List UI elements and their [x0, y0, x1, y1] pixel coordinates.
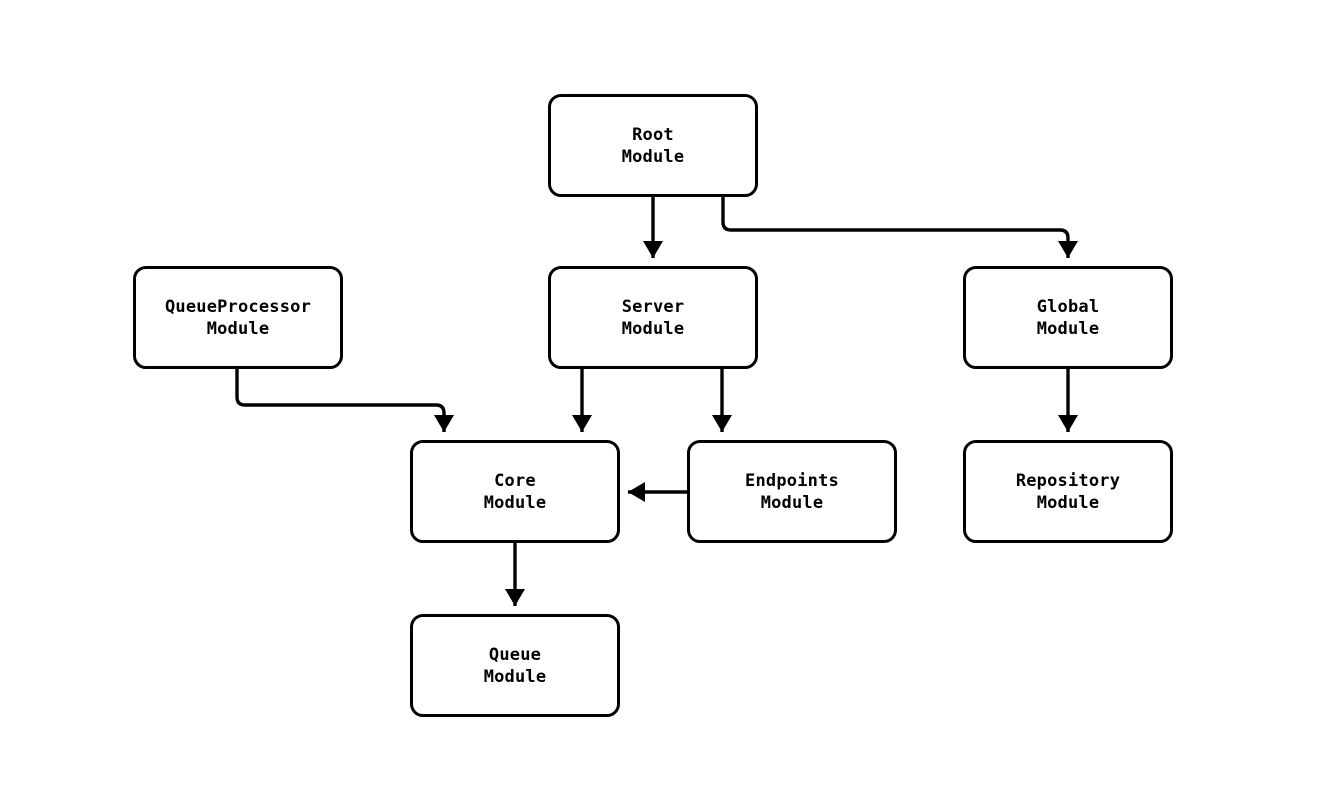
arrowhead-server-core [572, 415, 592, 432]
node-label-primary: Endpoints [745, 470, 839, 491]
node-label-primary: Repository [1015, 470, 1121, 491]
arrowhead-global-repository [1058, 415, 1078, 432]
node-label-primary: Server [621, 296, 685, 317]
node-label-secondary: Module [621, 146, 685, 167]
node-label-primary: Core [494, 470, 536, 491]
node-label-secondary: Module [760, 492, 824, 513]
arrowhead-core-queue [505, 589, 525, 606]
arrowhead-root-server [643, 241, 663, 258]
edge-queueprocessor-core [235, 369, 446, 432]
node-label-primary: Root [632, 124, 674, 145]
node-label-secondary: Module [206, 318, 270, 339]
node-label-secondary: Module [1036, 318, 1100, 339]
node-label-secondary: Module [483, 666, 547, 687]
arrowhead-server-endpoints [712, 415, 732, 432]
arrowhead-endpoints-core [628, 482, 645, 502]
edge-root-global [721, 197, 1070, 258]
node-label-secondary: Module [483, 492, 547, 513]
node-label-secondary: Module [1036, 492, 1100, 513]
arrowhead-root-global [1058, 241, 1078, 258]
node-label-primary: Queue [488, 644, 542, 665]
node-label-primary: Global [1036, 296, 1100, 317]
arrowhead-queueprocessor-core [434, 415, 454, 432]
edges-group [235, 197, 1078, 606]
node-label-primary: QueueProcessor [164, 296, 312, 317]
node-label-secondary: Module [621, 318, 685, 339]
